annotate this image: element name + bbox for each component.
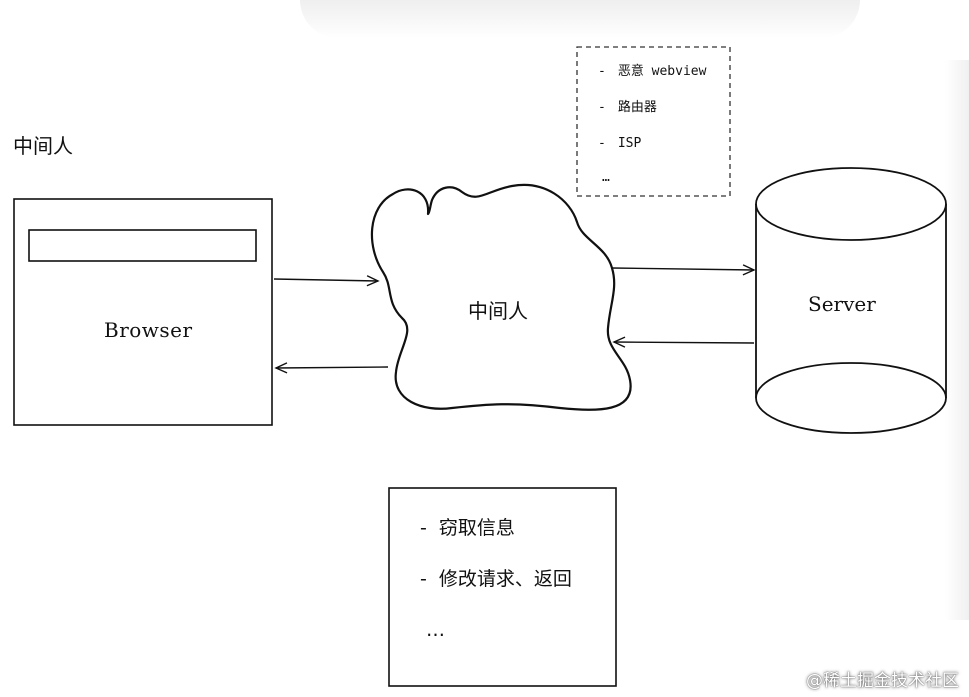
diagram-title: 中间人 [13, 134, 73, 158]
list-dash: - [598, 136, 606, 151]
middle-source-text: 恶意 webview [617, 64, 707, 79]
attack-text: 修改请求、返回 [438, 568, 572, 590]
middle-sources-box [576, 46, 731, 197]
arrow-browser-to-middle [273, 275, 380, 287]
server-cylinder-bottom [755, 362, 947, 434]
brand-watermark: @稀土掘金技术社区 [806, 671, 959, 691]
list-item: -ISP [598, 132, 706, 168]
list-item: -恶意 webview [598, 60, 706, 96]
browser-address-bar [28, 229, 257, 262]
server-label: Server [808, 292, 876, 316]
middle-sources-more: … [602, 170, 610, 185]
server-cylinder-top [755, 167, 947, 241]
attacks-box [388, 487, 617, 687]
background-edge [945, 60, 969, 620]
list-dash: - [598, 64, 606, 79]
middle-source-text: 路由器 [617, 100, 657, 115]
arrow-server-to-middle [612, 336, 755, 348]
list-dash: - [420, 568, 427, 590]
server-cylinder [755, 204, 947, 398]
arrow-middle-to-browser [274, 362, 389, 374]
middle-source-text: ISP [617, 136, 642, 151]
middle-man-label: 中间人 [468, 299, 528, 323]
browser-window [13, 198, 273, 426]
attacks-list: -窃取信息 -修改请求、返回 [420, 514, 572, 616]
list-dash: - [598, 100, 606, 115]
list-dash: - [420, 517, 427, 539]
middle-sources-list: -恶意 webview -路由器 -ISP [598, 60, 706, 168]
arrow-middle-to-server [611, 264, 756, 276]
middle-man-cloud [370, 183, 632, 411]
list-item: -路由器 [598, 96, 706, 132]
attacks-more: … [426, 619, 445, 641]
browser-label: Browser [104, 318, 193, 342]
background-smudge [300, 0, 860, 38]
list-item: -修改请求、返回 [420, 565, 572, 616]
list-item: -窃取信息 [420, 514, 572, 565]
attack-text: 窃取信息 [438, 517, 515, 539]
